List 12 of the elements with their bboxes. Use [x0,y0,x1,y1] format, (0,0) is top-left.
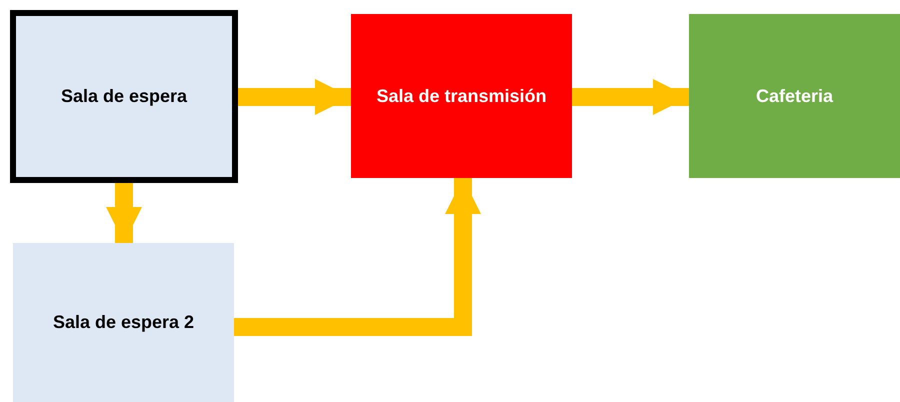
box-label: Sala de transmisión [376,86,547,106]
box-label: Sala de espera [60,86,188,107]
process-box [351,14,572,178]
process-box [13,243,234,402]
process-box [10,10,238,183]
box-label: Cafeteria [756,86,834,106]
box-label: Sala de espera 2 [52,312,194,333]
arrow [238,79,351,115]
arrow [234,178,481,336]
arrow [572,79,689,115]
process-box [689,14,900,178]
arrow [106,183,142,243]
